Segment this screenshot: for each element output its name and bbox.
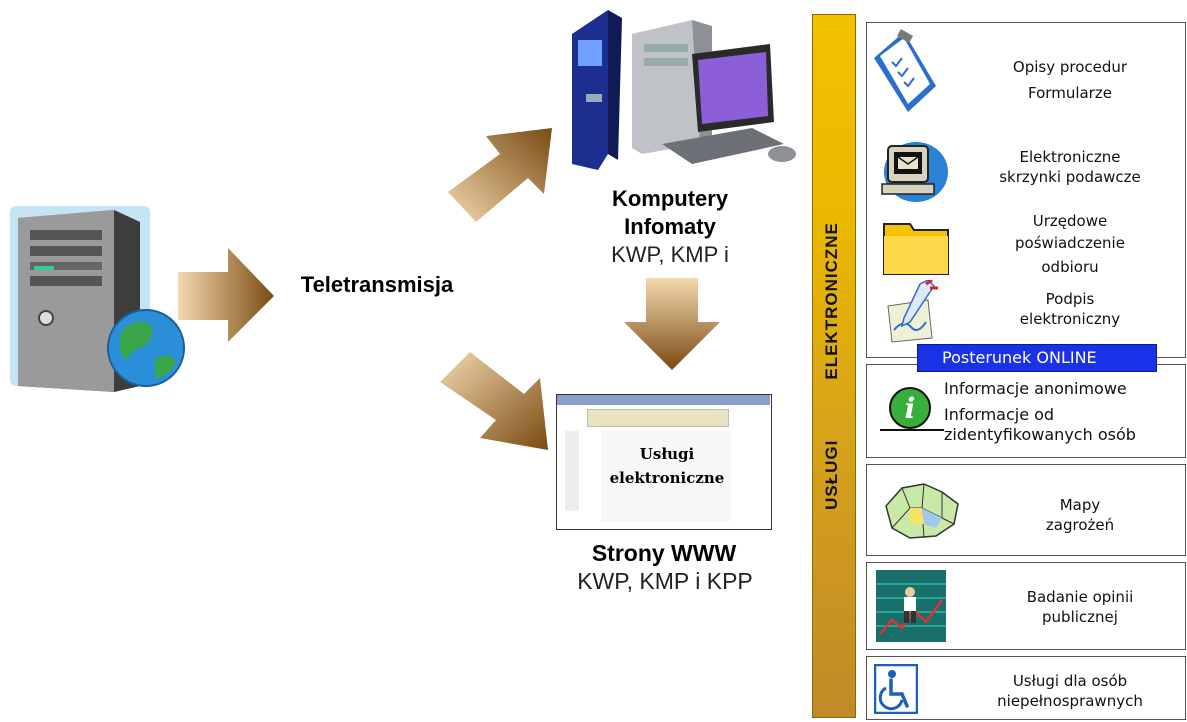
service-7-line-2: publicznej bbox=[1042, 608, 1118, 626]
arrow-up-right-icon bbox=[448, 128, 552, 222]
service-3-line-1: Urzędowe bbox=[1032, 212, 1108, 230]
screen-text-1: Usługi bbox=[639, 445, 695, 463]
uslugi-elektroniczne-bar bbox=[812, 14, 856, 718]
service-8-line-1: Usługi dla osób bbox=[1012, 672, 1128, 690]
svg-text:i: i bbox=[905, 392, 916, 425]
services-box-5 bbox=[866, 656, 1186, 720]
map-icon bbox=[885, 483, 959, 539]
clipboard-icon bbox=[874, 29, 936, 112]
server-globe-icon bbox=[10, 206, 185, 392]
strony-title: Strony WWW bbox=[591, 540, 737, 566]
komputery-title-2: Infomaty bbox=[624, 214, 716, 239]
arrow-down-right-icon bbox=[440, 352, 548, 450]
service-4-line-2: elektroniczny bbox=[1019, 310, 1121, 328]
service-4-line-1: Podpis bbox=[1045, 290, 1095, 308]
service-8-line-2: niepełnosprawnych bbox=[997, 692, 1143, 710]
service-3-line-2: poświadczenie bbox=[1015, 234, 1125, 252]
service-6-line-1: Mapy bbox=[1059, 496, 1101, 514]
bar-label-left: USŁUGI bbox=[822, 439, 841, 510]
arrow-right-icon bbox=[178, 248, 274, 342]
service-3-line-3: odbioru bbox=[1041, 258, 1099, 276]
service-5-line-3: zidentyfikowanych osób bbox=[944, 425, 1136, 444]
service-2-line-1: Elektroniczne bbox=[1019, 148, 1121, 166]
bar-label-right: ELEKTRONICZNE bbox=[822, 222, 841, 380]
service-1-line-2: Formularze bbox=[1028, 84, 1112, 102]
service-5-line-2: Informacje od bbox=[944, 405, 1055, 424]
bar-label: USŁUGI ELEKTRONICZNE bbox=[822, 222, 842, 510]
service-7-line-1: Badanie opinii bbox=[1026, 588, 1134, 606]
wheelchair-icon bbox=[874, 664, 918, 714]
service-1-line-1: Opisy procedur bbox=[1012, 58, 1128, 76]
kiosk-computer-icon bbox=[572, 10, 796, 170]
signature-pen-icon bbox=[887, 280, 938, 343]
poll-chart-icon bbox=[876, 570, 946, 642]
website-screenshot: Usługi elektroniczne bbox=[556, 394, 772, 530]
screen-text-2: elektroniczne bbox=[609, 469, 725, 487]
komputery-title-1: Komputery bbox=[611, 186, 729, 211]
info-icon: i bbox=[880, 387, 944, 431]
strony-sub: KWP, KMP i KPP bbox=[577, 568, 753, 594]
arrow-down-icon bbox=[624, 278, 720, 370]
posterunek-online-badge[interactable]: Posterunek ONLINE bbox=[917, 344, 1157, 372]
service-5-line-1: Informacje anonimowe bbox=[944, 379, 1127, 398]
service-6-line-2: zagrożeń bbox=[1045, 516, 1115, 534]
service-2-line-2: skrzynki podawcze bbox=[999, 168, 1141, 186]
folder-icon bbox=[883, 223, 949, 275]
teletransmisja-label: Teletransmisja bbox=[300, 272, 454, 297]
email-computer-icon bbox=[881, 142, 948, 202]
komputery-sub: KWP, KMP i bbox=[611, 242, 729, 267]
